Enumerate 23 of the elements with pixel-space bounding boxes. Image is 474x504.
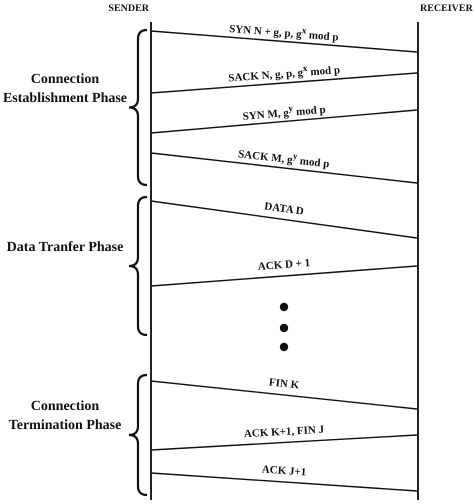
message-label: ACK J+1 (261, 464, 307, 478)
message-label: SYN N + g, p, g$^{x}$ mod p (228, 22, 340, 44)
message-label: FIN K (268, 376, 300, 392)
message-line (150, 380, 418, 410)
message-label: DATA D (264, 200, 304, 218)
participant-label: SENDER (108, 3, 149, 14)
message-line (150, 472, 418, 492)
message-line (150, 72, 418, 94)
message-line (150, 265, 418, 287)
message-label: ACK D + 1 (257, 257, 311, 273)
message-label: ACK K+1, FIN J (244, 423, 324, 440)
phase-label: Connection Establishment Phase (2, 71, 128, 108)
phase-label: Connection Termination Phase (8, 398, 122, 435)
message-label: SACK M, g$^{y}$ mod p (238, 147, 330, 170)
message-label: SACK N, g, p, g$^{x}$ mod p (228, 62, 340, 84)
message-line (150, 200, 418, 239)
message-line (150, 434, 418, 451)
message-line (150, 30, 418, 53)
message-line (150, 109, 418, 134)
participant-label: RECEIVER (420, 3, 473, 14)
message-label: SYN M, g$^{y}$ mod p (242, 101, 326, 122)
phase-label: Data Tranfer Phase (6, 239, 124, 257)
message-line (150, 152, 418, 184)
